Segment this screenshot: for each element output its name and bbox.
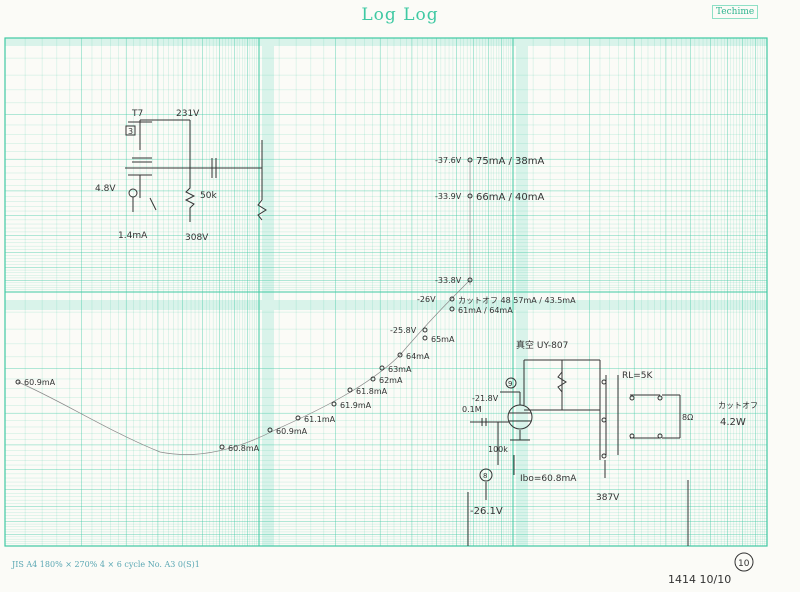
point-voltage: -33.9V (435, 192, 462, 201)
measurement-point (219, 444, 225, 450)
measurement-point (449, 306, 455, 312)
measurement-point (347, 387, 353, 393)
output-power: 4.2W (720, 417, 746, 428)
resistor-label: 50k (200, 191, 217, 201)
page-title: Log Log (361, 5, 439, 25)
supply-voltage: 308V (185, 233, 209, 243)
grid-border (4, 37, 768, 547)
coupling-capacitor: 0.1M (462, 405, 482, 414)
measurement-point (370, 376, 376, 382)
point-current-label: 61.8mA (356, 387, 388, 396)
plate-voltage: 231V (176, 109, 200, 119)
measurement-point (422, 327, 428, 333)
speaker-load: 8Ω (682, 413, 693, 422)
measurement-point (467, 277, 473, 283)
grid-resistor: 100k (488, 445, 508, 454)
point-voltage: -25.8V (390, 326, 417, 335)
tube-number-circle (505, 377, 517, 389)
point-current-label: 60.9mA (24, 378, 56, 387)
brand-logo: Techime (712, 5, 759, 19)
schematic-top (125, 119, 267, 222)
page-number: 10 (738, 559, 750, 569)
measurement-point (422, 335, 428, 341)
point-current-label: 61.1mA (304, 415, 336, 424)
point-current-label: 61.9mA (340, 401, 372, 410)
measurement-point (379, 365, 385, 371)
measurement-point (295, 415, 301, 421)
cathode-voltage: 4.8V (95, 184, 116, 194)
paper-spec-footer: JIS A4 180% × 270% 4 × 6 cycle No. A3 0(… (12, 560, 200, 569)
schematic-top-labels: T7 3 231V 4.8V 1.4mA 50k 308V (95, 109, 217, 243)
measurement-point (267, 427, 273, 433)
page-marks: 10 1414 10/10 (668, 552, 754, 586)
measurement-point (467, 157, 473, 163)
point-current-label: 60.9mA (276, 427, 308, 436)
point-current-label: 66mA / 40mA (476, 192, 544, 203)
handwritten-note: 1414 10/10 (668, 573, 731, 586)
log-grid (4, 37, 768, 547)
plate-current: Ibo=60.8mA (520, 474, 577, 484)
schematic-bottom-labels: 真空 UY-807 9 RL=5K -21.8V 0.1M 100k Ibo=6… (462, 339, 758, 517)
tube-number: 3 (128, 127, 133, 136)
tube-number-box (125, 125, 136, 136)
b-plus-voltage: 387V (596, 493, 620, 503)
measurement-point (331, 401, 337, 407)
point-current-label: カットオフ 48 57mA / 43.5mA (458, 296, 576, 305)
measurement-point (15, 379, 21, 385)
load-resistance: RL=5K (622, 371, 654, 381)
point-current-label: 61mA / 64mA (458, 306, 513, 315)
measurement-point (397, 352, 403, 358)
bias-voltage: -26.1V (470, 506, 503, 517)
point-current-label: 60.8mA (228, 444, 260, 453)
tube-name: 真空 UY-807 (516, 339, 568, 351)
point-current-label: 62mA (379, 376, 403, 385)
meter-number: 8 (483, 472, 487, 480)
measurement-curve (17, 279, 471, 455)
measurement-point (449, 296, 455, 302)
measurement-points: -37.6V 75mA / 38mA -33.9V 66mA / 40mA -33.8V… (15, 156, 576, 453)
cutoff-label: カットオフ (718, 401, 758, 410)
point-current-label: 64mA (406, 352, 430, 361)
tube-number: 9 (508, 380, 512, 388)
point-voltage: -37.6V (435, 156, 462, 165)
tube-label: T7 (131, 109, 143, 119)
point-current-label: 75mA / 38mA (476, 156, 544, 167)
measurement-point (467, 193, 473, 199)
point-voltage: -26V (417, 295, 436, 304)
point-current-label: 63mA (388, 365, 412, 374)
grid-voltage: -21.8V (472, 394, 499, 403)
schematic-bottom (467, 359, 689, 546)
cathode-current: 1.4mA (118, 231, 148, 241)
point-current-label: 65mA (431, 335, 455, 344)
page-number-circle (734, 552, 754, 572)
point-voltage: -33.8V (435, 276, 462, 285)
